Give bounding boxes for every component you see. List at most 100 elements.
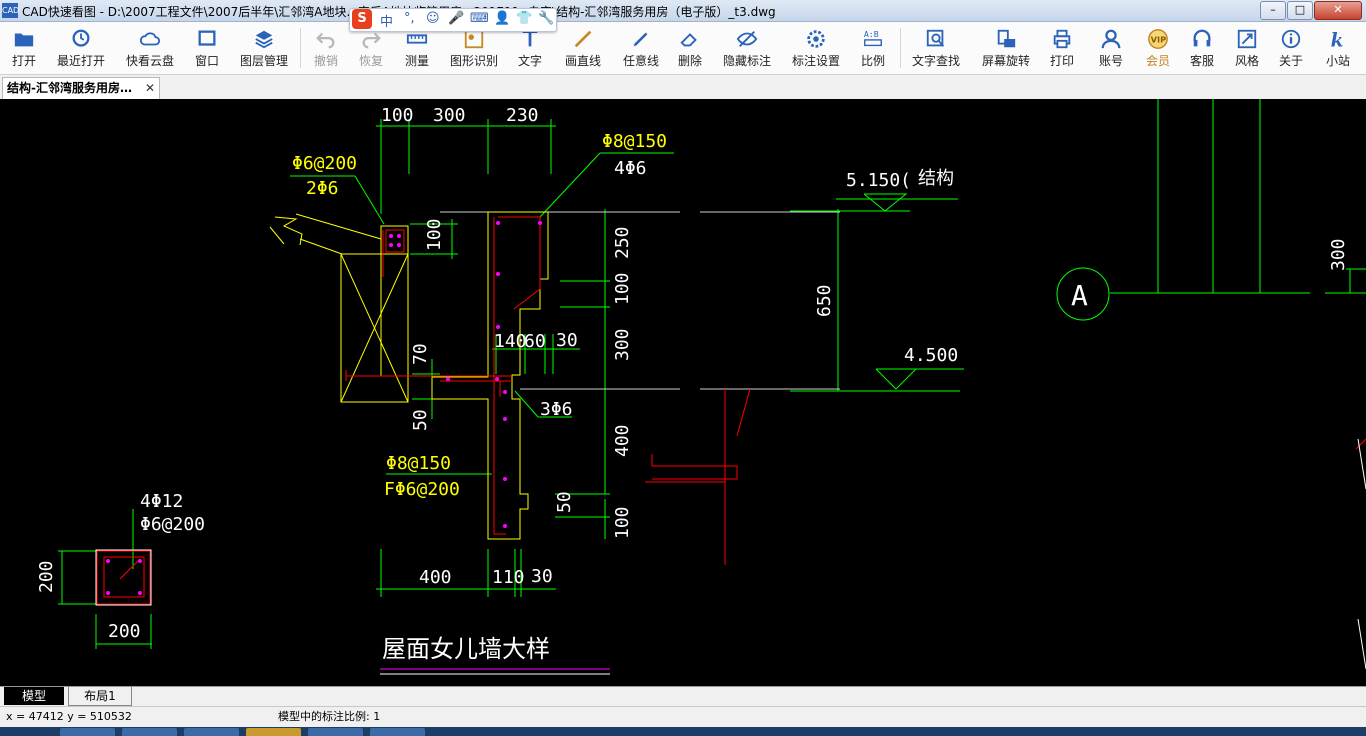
measure-icon xyxy=(406,34,428,44)
pen-icon xyxy=(633,32,648,47)
line-button[interactable]: 画直线 xyxy=(560,24,606,72)
print-button[interactable]: 打印 xyxy=(1046,24,1078,72)
document-tab-close-icon[interactable]: ✕ xyxy=(144,81,155,95)
rebar-label-left-bottom: 2Φ6 xyxy=(306,178,339,199)
info-icon xyxy=(1281,29,1301,49)
service-button[interactable]: 客服 xyxy=(1187,24,1217,72)
column-rebar-bottom: Φ6@200 xyxy=(140,514,205,535)
recent-button[interactable]: 最近打开 xyxy=(52,24,110,72)
dim-top-230: 230 xyxy=(506,105,539,126)
minimize-button[interactable]: – xyxy=(1260,1,1286,20)
settings-icon xyxy=(807,30,825,48)
svg-text:k: k xyxy=(1331,30,1344,50)
ime-logo-icon[interactable]: S xyxy=(352,9,372,29)
rebar-label-left-top: Φ6@200 xyxy=(292,153,357,174)
ime-toolbar[interactable]: S 中 °, ☺ 🎤 ⌨ 👤 👕 🔧 xyxy=(349,8,557,32)
service-label: 客服 xyxy=(1189,54,1214,68)
rotate-button[interactable]: 屏幕旋转 xyxy=(978,24,1034,72)
shape-button[interactable]: 图形识别 xyxy=(448,24,500,72)
ime-user-icon[interactable]: 👤 xyxy=(494,11,511,26)
tab-layout1[interactable]: 布局1 xyxy=(68,687,132,706)
recent-icon xyxy=(72,29,90,47)
account-label: 账号 xyxy=(1098,54,1123,68)
ime-punct[interactable]: °, xyxy=(404,11,415,26)
ime-mode[interactable]: 中 xyxy=(380,15,394,30)
taskbar-item[interactable] xyxy=(122,728,177,736)
cloud-label: 快看云盘 xyxy=(125,54,174,68)
cad-drawing[interactable]: 100 300 230 Φ6@200 2Φ6 Φ8@150 4Φ6 5.150(… xyxy=(0,99,1366,686)
taskbar-item[interactable] xyxy=(60,728,115,736)
measure-label: 测量 xyxy=(404,54,429,68)
cloud-button[interactable]: 快看云盘 xyxy=(124,24,176,72)
tab-model[interactable]: 模型 xyxy=(4,687,64,705)
close-button[interactable]: ✕ xyxy=(1314,1,1362,20)
dim-140: 140 xyxy=(494,331,527,352)
rotate-label: 屏幕旋转 xyxy=(981,54,1030,68)
redo-button[interactable]: 恢复 xyxy=(357,24,385,72)
measure-button[interactable]: 测量 xyxy=(400,24,434,72)
os-taskbar xyxy=(0,727,1366,736)
erase-button[interactable]: 删除 xyxy=(676,24,704,72)
window-icon xyxy=(198,30,216,46)
dim-300-v: 300 xyxy=(612,328,633,361)
rebar-label-mid-top: Φ8@150 xyxy=(386,453,451,474)
rotate-icon xyxy=(997,29,1016,48)
ime-keyboard-icon[interactable]: ⌨ xyxy=(470,11,489,26)
elevation-mid: 4.500 xyxy=(904,345,958,366)
app-icon: CAD xyxy=(2,3,19,18)
ime-tools-icon[interactable]: 🔧 xyxy=(538,11,555,26)
ime-emoji-icon[interactable]: ☺ xyxy=(426,11,440,26)
layers-icon xyxy=(255,30,273,49)
dim-250: 250 xyxy=(612,226,633,259)
column-rebar-top: 4Φ12 xyxy=(140,491,183,512)
dim-100-c: 100 xyxy=(612,506,633,539)
layers-button[interactable]: 图层管理 xyxy=(236,24,292,72)
print-label: 打印 xyxy=(1049,54,1074,68)
eye-icon xyxy=(736,31,758,47)
taskbar-item[interactable] xyxy=(246,728,301,736)
rebar-label-3: 3Φ6 xyxy=(540,399,573,420)
dim-100-b: 100 xyxy=(612,272,633,305)
account-button[interactable]: 账号 xyxy=(1096,24,1126,72)
taskbar-item[interactable] xyxy=(184,728,239,736)
drawing-canvas[interactable]: 100 300 230 Φ6@200 2Φ6 Φ8@150 4Φ6 5.150(… xyxy=(0,99,1366,686)
annotset-button[interactable]: 标注设置 xyxy=(789,24,843,72)
taskbar-item[interactable] xyxy=(370,728,425,736)
vip-label: 会员 xyxy=(1145,54,1170,68)
open-button[interactable]: 打开 xyxy=(8,24,40,72)
rebar-label-mid-bottom: FΦ6@200 xyxy=(384,479,460,500)
dim-400-v: 400 xyxy=(612,424,633,457)
axis-bubble xyxy=(1056,267,1110,321)
dim-bottom-30: 30 xyxy=(531,566,553,587)
style-icon xyxy=(1237,29,1257,49)
document-tab[interactable]: 结构-汇邻湾服务用房… ✕ xyxy=(2,77,160,99)
cursor-coordinates: x = 47412 y = 510532 xyxy=(6,710,132,723)
window-button[interactable]: 窗口 xyxy=(192,24,222,72)
about-button[interactable]: 关于 xyxy=(1276,24,1306,72)
ime-skin-icon[interactable]: 👕 xyxy=(516,11,533,26)
user-icon xyxy=(1101,29,1121,49)
ime-voice-icon[interactable]: 🎤 xyxy=(448,11,465,26)
elevation-top: 5.150( xyxy=(846,170,911,191)
hide-button[interactable]: 隐藏标注 xyxy=(720,24,774,72)
rebar-label-right-bottom: 4Φ6 xyxy=(614,158,647,179)
find-icon xyxy=(926,29,945,47)
dim-30-a: 30 xyxy=(556,330,578,351)
line-icon xyxy=(574,30,592,48)
maximize-button[interactable]: □ xyxy=(1287,1,1313,20)
freeline-button[interactable]: 任意线 xyxy=(618,24,664,72)
layout-tabbar: 模型 布局1 xyxy=(0,686,1366,706)
undo-label: 撤销 xyxy=(313,54,338,68)
style-button[interactable]: 风格 xyxy=(1232,24,1262,72)
dim-650: 650 xyxy=(814,284,835,317)
status-bar: x = 47412 y = 510532 模型中的标注比例: 1 xyxy=(0,706,1366,727)
document-tab-label: 结构-汇邻湾服务用房… xyxy=(7,81,132,95)
taskbar-item[interactable] xyxy=(308,728,363,736)
about-label: 关于 xyxy=(1278,54,1303,68)
top-dimension-lines xyxy=(58,99,1366,649)
undo-button[interactable]: 撤销 xyxy=(312,24,340,72)
textfind-button[interactable]: 文字查找 xyxy=(908,24,964,72)
